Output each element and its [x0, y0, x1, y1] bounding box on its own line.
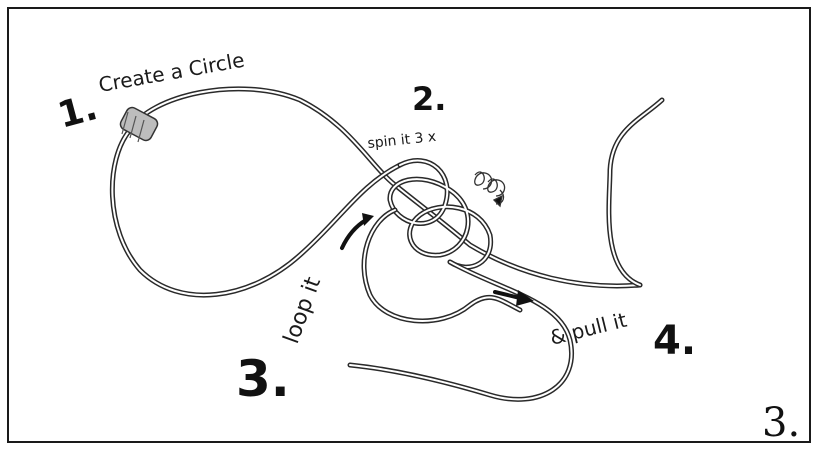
- spin-curl-icon: [474, 171, 506, 208]
- step-2-label: spin it 3 x: [367, 129, 437, 152]
- cord: [109, 86, 665, 402]
- step-4-number: 4.: [653, 318, 696, 364]
- pull-arrow-icon: [493, 290, 534, 306]
- loop-arrow-icon: [340, 213, 374, 250]
- step-1-number: 1.: [54, 87, 102, 137]
- step-2-number: 2.: [412, 80, 446, 118]
- step-4-label: & pull it: [547, 308, 629, 350]
- page-number: 3.: [762, 400, 800, 446]
- step-3-number: 3.: [236, 350, 290, 408]
- bead-icon: [119, 106, 159, 143]
- step-3-label: loop it: [279, 274, 326, 347]
